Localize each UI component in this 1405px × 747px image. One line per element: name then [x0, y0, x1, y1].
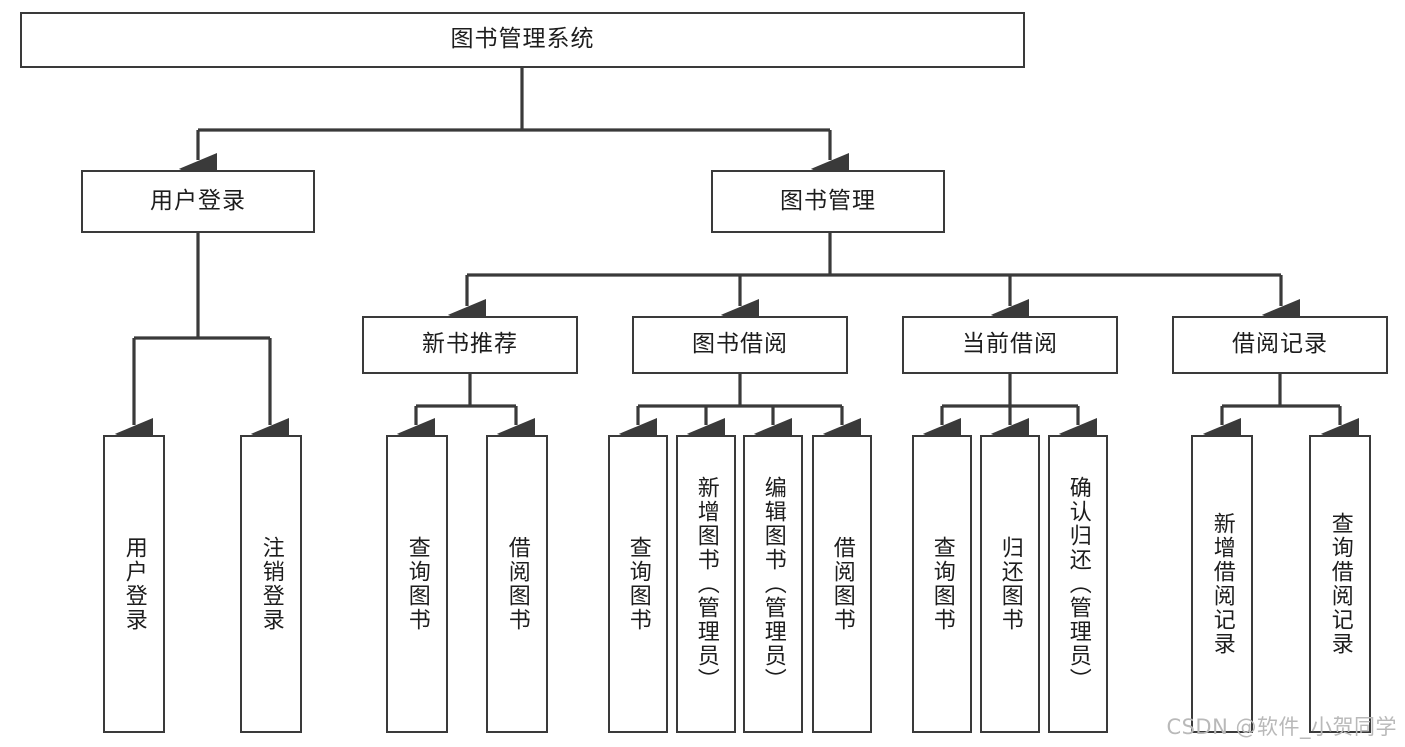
node-book-manage[interactable]: 图书管理 [711, 170, 945, 233]
leaf-borrow-book-2-label: 借阅图书 [829, 536, 855, 632]
leaf-edit-book[interactable]: 编辑图书（管理员） [743, 435, 803, 733]
node-current-borrow[interactable]: 当前借阅 [902, 316, 1118, 374]
leaf-borrow-book-1[interactable]: 借阅图书 [486, 435, 548, 733]
leaf-confirm-return[interactable]: 确认归还（管理员） [1048, 435, 1108, 733]
watermark-text: CSDN @软件_小贺同学 [1166, 715, 1397, 739]
leaf-borrow-book-2[interactable]: 借阅图书 [812, 435, 872, 733]
node-root-label: 图书管理系统 [450, 26, 595, 53]
leaf-borrow-book-1-label: 借阅图书 [504, 536, 530, 632]
node-book-borrow-label: 图书借阅 [692, 331, 788, 358]
leaf-query-book-1-label: 查询图书 [404, 536, 430, 632]
node-current-borrow-label: 当前借阅 [962, 331, 1058, 358]
leaf-return-book-label: 归还图书 [997, 536, 1023, 632]
node-new-book-recommend-label: 新书推荐 [422, 331, 518, 358]
leaf-confirm-return-label: 确认归还（管理员） [1065, 476, 1091, 692]
leaf-add-book[interactable]: 新增图书（管理员） [676, 435, 736, 733]
node-book-borrow[interactable]: 图书借阅 [632, 316, 848, 374]
node-new-book-recommend[interactable]: 新书推荐 [362, 316, 578, 374]
leaf-query-book-2[interactable]: 查询图书 [608, 435, 668, 733]
leaf-add-record-label: 新增借阅记录 [1209, 512, 1235, 656]
leaf-add-record[interactable]: 新增借阅记录 [1191, 435, 1253, 733]
leaf-logout-login-label: 注销登录 [258, 536, 284, 632]
leaf-logout-login[interactable]: 注销登录 [240, 435, 302, 733]
leaf-edit-book-label: 编辑图书（管理员） [760, 476, 786, 692]
leaf-query-record-label: 查询借阅记录 [1327, 512, 1353, 656]
node-user-login[interactable]: 用户登录 [81, 170, 315, 233]
node-user-login-label: 用户登录 [150, 187, 246, 214]
leaf-query-book-1[interactable]: 查询图书 [386, 435, 448, 733]
leaf-query-book-2-label: 查询图书 [625, 536, 651, 632]
leaf-query-book-3[interactable]: 查询图书 [912, 435, 972, 733]
leaf-return-book[interactable]: 归还图书 [980, 435, 1040, 733]
leaf-user-login[interactable]: 用户登录 [103, 435, 165, 733]
node-borrow-record-label: 借阅记录 [1232, 331, 1328, 358]
node-borrow-record[interactable]: 借阅记录 [1172, 316, 1388, 374]
leaf-add-book-label: 新增图书（管理员） [693, 476, 719, 692]
leaf-query-record[interactable]: 查询借阅记录 [1309, 435, 1371, 733]
node-book-manage-label: 图书管理 [780, 187, 876, 214]
node-root[interactable]: 图书管理系统 [20, 12, 1025, 68]
leaf-user-login-label: 用户登录 [121, 536, 147, 632]
leaf-query-book-3-label: 查询图书 [929, 536, 955, 632]
